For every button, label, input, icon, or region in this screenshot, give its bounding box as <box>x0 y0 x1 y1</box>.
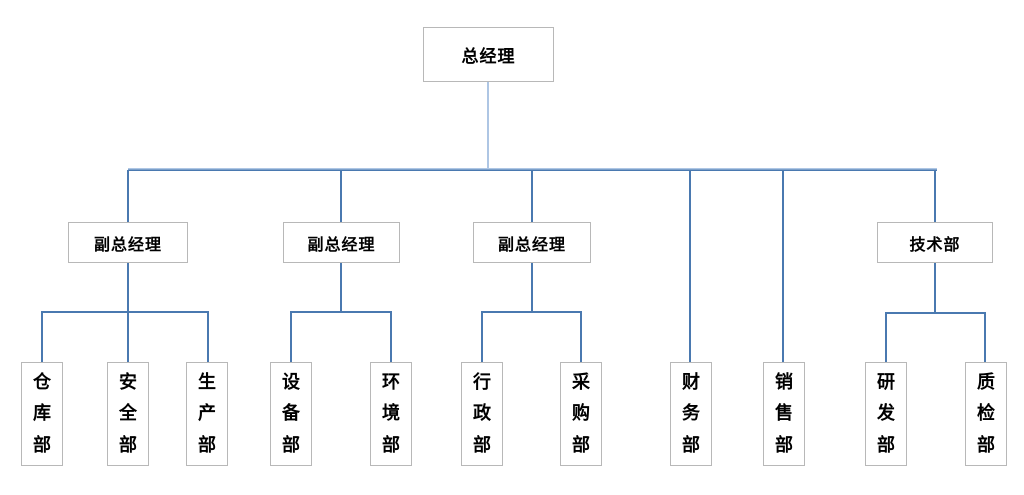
node-label: 生产部 <box>197 371 216 456</box>
connector-group1-drop-warehouse <box>41 311 43 362</box>
connector-group3-drop-procurement <box>580 311 582 362</box>
node-label: 研发部 <box>876 371 895 456</box>
node-warehouse-dept: 仓库部 <box>21 362 63 466</box>
node-tech-dept: 技术部 <box>877 222 993 263</box>
connector-main-horizontal <box>128 168 937 171</box>
node-deputy-gm-1: 副总经理 <box>68 222 188 263</box>
node-environment-dept: 环境部 <box>370 362 412 466</box>
node-label: 副总经理 <box>307 234 376 254</box>
connector-drop-tech-dept <box>934 170 936 222</box>
node-label: 总经理 <box>461 47 516 67</box>
node-deputy-gm-3: 副总经理 <box>473 222 591 263</box>
node-label: 设备部 <box>281 371 300 456</box>
connector-drop-finance <box>689 170 691 362</box>
connector-group2-drop-equipment <box>290 311 292 362</box>
node-equipment-dept: 设备部 <box>270 362 312 466</box>
node-label: 环境部 <box>381 371 400 456</box>
node-label: 仓库部 <box>32 371 51 456</box>
node-label: 采购部 <box>571 371 590 456</box>
connector-root-stem <box>487 82 489 170</box>
node-sales-dept: 销售部 <box>763 362 805 466</box>
node-label: 安全部 <box>118 371 137 456</box>
connector-drop-deputy-gm-3 <box>531 170 533 222</box>
node-label: 副总经理 <box>497 234 566 254</box>
connector-group1-stem <box>127 263 129 311</box>
connector-group2-horizontal <box>290 311 392 313</box>
connector-group1-horizontal <box>41 311 209 313</box>
connector-drop-deputy-gm-2 <box>340 170 342 222</box>
connector-group2-stem <box>340 263 342 311</box>
node-label: 行政部 <box>472 371 491 456</box>
node-label: 技术部 <box>909 234 961 254</box>
node-label: 质检部 <box>976 371 995 456</box>
node-production-dept: 生产部 <box>186 362 228 466</box>
node-procurement-dept: 采购部 <box>560 362 602 466</box>
connector-group2-drop-environment <box>390 311 392 362</box>
node-quality-dept: 质检部 <box>965 362 1007 466</box>
connector-group4-horizontal <box>885 312 986 314</box>
connector-drop-deputy-gm-1 <box>127 170 129 222</box>
node-label: 副总经理 <box>93 234 162 254</box>
connector-group3-stem <box>531 263 533 311</box>
node-safety-dept: 安全部 <box>107 362 149 466</box>
connector-group1-drop-production <box>207 311 209 362</box>
node-finance-dept: 财务部 <box>670 362 712 466</box>
node-admin-dept: 行政部 <box>461 362 503 466</box>
connector-group4-drop-rnd <box>885 312 887 362</box>
connector-group3-drop-admin <box>481 311 483 362</box>
connector-group1-drop-safety <box>127 311 129 362</box>
connector-drop-sales <box>782 170 784 362</box>
node-label: 财务部 <box>681 371 700 456</box>
node-rnd-dept: 研发部 <box>865 362 907 466</box>
node-deputy-gm-2: 副总经理 <box>283 222 400 263</box>
node-label: 销售部 <box>774 371 793 456</box>
connector-group4-drop-quality <box>984 312 986 362</box>
node-general-manager: 总经理 <box>423 27 554 82</box>
connector-group3-horizontal <box>481 311 582 313</box>
connector-group4-stem <box>934 263 936 312</box>
